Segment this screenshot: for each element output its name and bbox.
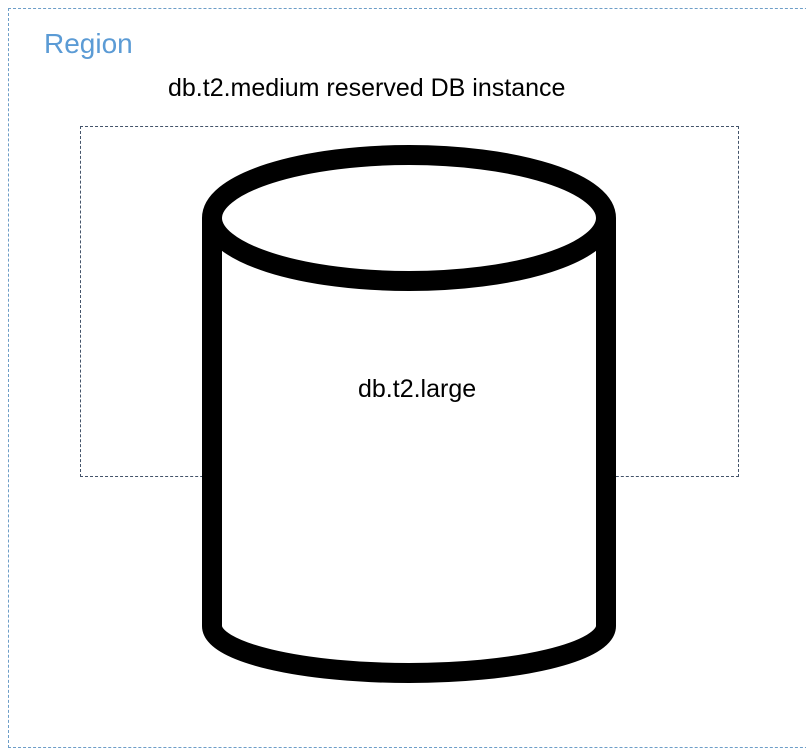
db-instance-label: db.t2.large [358,375,477,403]
region-label: Region [44,28,133,59]
database-cylinder-icon [202,145,616,683]
reserved-instance-label: db.t2.medium reserved DB instance [168,74,566,102]
